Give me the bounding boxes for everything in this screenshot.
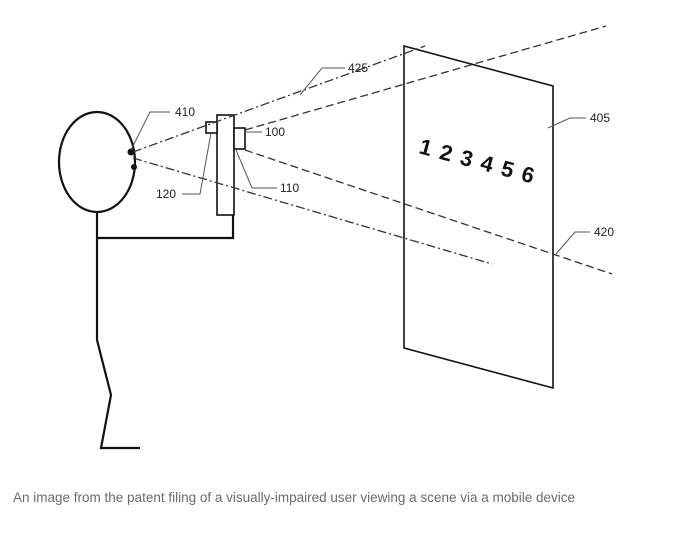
sight-line-upper	[132, 45, 426, 153]
ref-label-110: 110	[280, 181, 299, 195]
ref-label-420: 420	[594, 225, 614, 239]
device-button	[205, 121, 218, 134]
ref-label-100: 100	[265, 125, 285, 139]
eye-sight-lines	[132, 45, 493, 265]
user-arm	[97, 212, 235, 240]
ref-label-410: 410	[175, 105, 195, 119]
user-eye-dot	[131, 164, 137, 170]
camera-line-lower	[244, 149, 613, 275]
stick-figure-user	[57, 110, 235, 450]
device-camera	[233, 127, 246, 150]
ref-label-120: 120	[156, 187, 176, 201]
leader-110	[235, 149, 277, 189]
sight-line-lower	[132, 157, 493, 265]
leader-120	[182, 132, 212, 195]
leader-lines	[130, 67, 590, 255]
scene-number-text: 123456	[417, 134, 537, 189]
user-head	[57, 110, 137, 214]
patent-diagram: 123456 410 100 120 110 425 405 420	[57, 25, 614, 450]
user-eye-dot	[127, 148, 135, 156]
mobile-device	[205, 114, 246, 216]
ref-label-425: 425	[348, 61, 368, 75]
ref-label-405: 405	[590, 111, 610, 125]
leader-425	[299, 67, 345, 96]
figure-caption: An image from the patent filing of a vis…	[13, 490, 576, 505]
leader-405	[547, 117, 586, 129]
device-body	[216, 114, 235, 216]
camera-view-lines	[244, 25, 613, 275]
leader-420	[555, 231, 590, 255]
camera-line-upper	[244, 25, 607, 131]
leader-410	[130, 111, 170, 151]
scene-plane	[403, 44, 554, 390]
user-leg	[95, 339, 140, 450]
